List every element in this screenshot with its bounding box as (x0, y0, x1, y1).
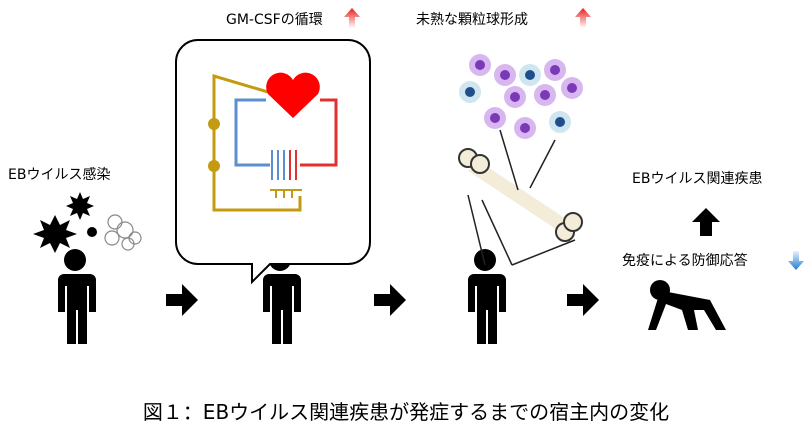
virus-icons (33, 192, 142, 253)
connector-lines (467, 129, 576, 266)
circulation-diagram (208, 72, 338, 212)
infection-label: EBウイルス感染 (8, 167, 111, 183)
disease-label: EBウイルス関連疾患 (632, 171, 763, 187)
right-arrow-icon (374, 284, 406, 316)
virus-icon (33, 215, 77, 253)
right-arrow-icon (166, 284, 198, 316)
granulocyte-label: 未熟な顆粒球形成 (416, 12, 528, 28)
granulocyte-cells (459, 54, 583, 139)
gmcsf-label: GM-CSFの循環 (226, 12, 323, 28)
defense-label: 免疫による防御応答 (622, 253, 748, 269)
virus-cluster-icon (104, 214, 142, 251)
bone-icon (458, 148, 583, 242)
heart-icon (266, 72, 320, 118)
collapsed-person-icon (648, 280, 726, 330)
virus-icon (66, 192, 94, 220)
red-up-arrow-icon (344, 8, 360, 27)
right-arrow-icon (567, 284, 599, 316)
blue-down-arrow-icon (788, 251, 804, 270)
person-icon (58, 249, 96, 344)
person-icon (468, 249, 506, 344)
up-arrow-icon (692, 208, 720, 236)
figure-caption: 図１：EBウイルス関連疾患が発症するまでの宿主内の変化 (142, 400, 670, 424)
virus-icon (87, 227, 97, 237)
red-up-arrow-icon (575, 8, 591, 27)
